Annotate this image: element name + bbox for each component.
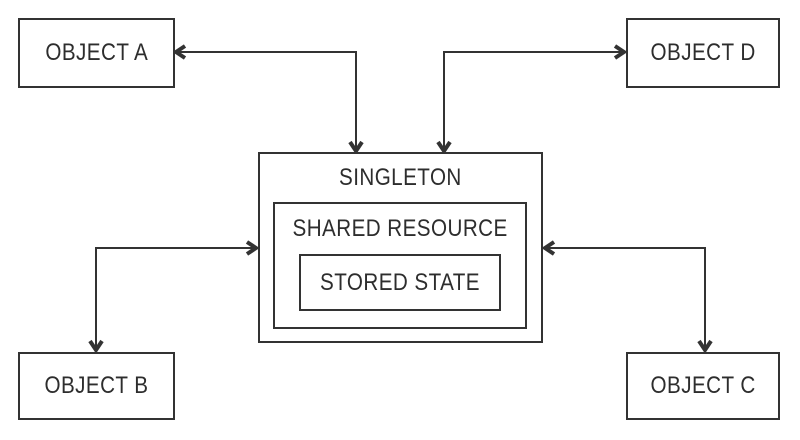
singleton-title-row: SINGLETON (260, 154, 541, 202)
node-object-a: OBJECT A (18, 18, 175, 88)
node-object-b: OBJECT B (18, 352, 175, 420)
node-stored-state: STORED STATE (299, 254, 501, 311)
node-shared-resource-label: SHARED RESOURCE (292, 215, 508, 242)
shared-resource-title-row: SHARED RESOURCE (275, 204, 525, 254)
node-object-b-label: OBJECT B (44, 372, 149, 399)
node-object-c: OBJECT C (626, 352, 780, 420)
connector-object-a-singleton (176, 52, 356, 151)
node-object-a-label: OBJECT A (45, 39, 148, 66)
node-singleton-label: SINGLETON (339, 164, 462, 191)
node-shared-resource: SHARED RESOURCE STORED STATE (273, 202, 527, 329)
connector-object-b-singleton (96, 248, 256, 350)
node-object-d: OBJECT D (626, 18, 780, 88)
connector-object-c-singleton (545, 248, 705, 350)
connector-object-d-singleton (444, 52, 624, 151)
node-stored-state-label: STORED STATE (320, 268, 480, 296)
node-object-c-label: OBJECT C (650, 372, 756, 399)
node-singleton: SINGLETON SHARED RESOURCE STORED STATE (258, 152, 543, 343)
node-object-d-label: OBJECT D (650, 39, 756, 66)
